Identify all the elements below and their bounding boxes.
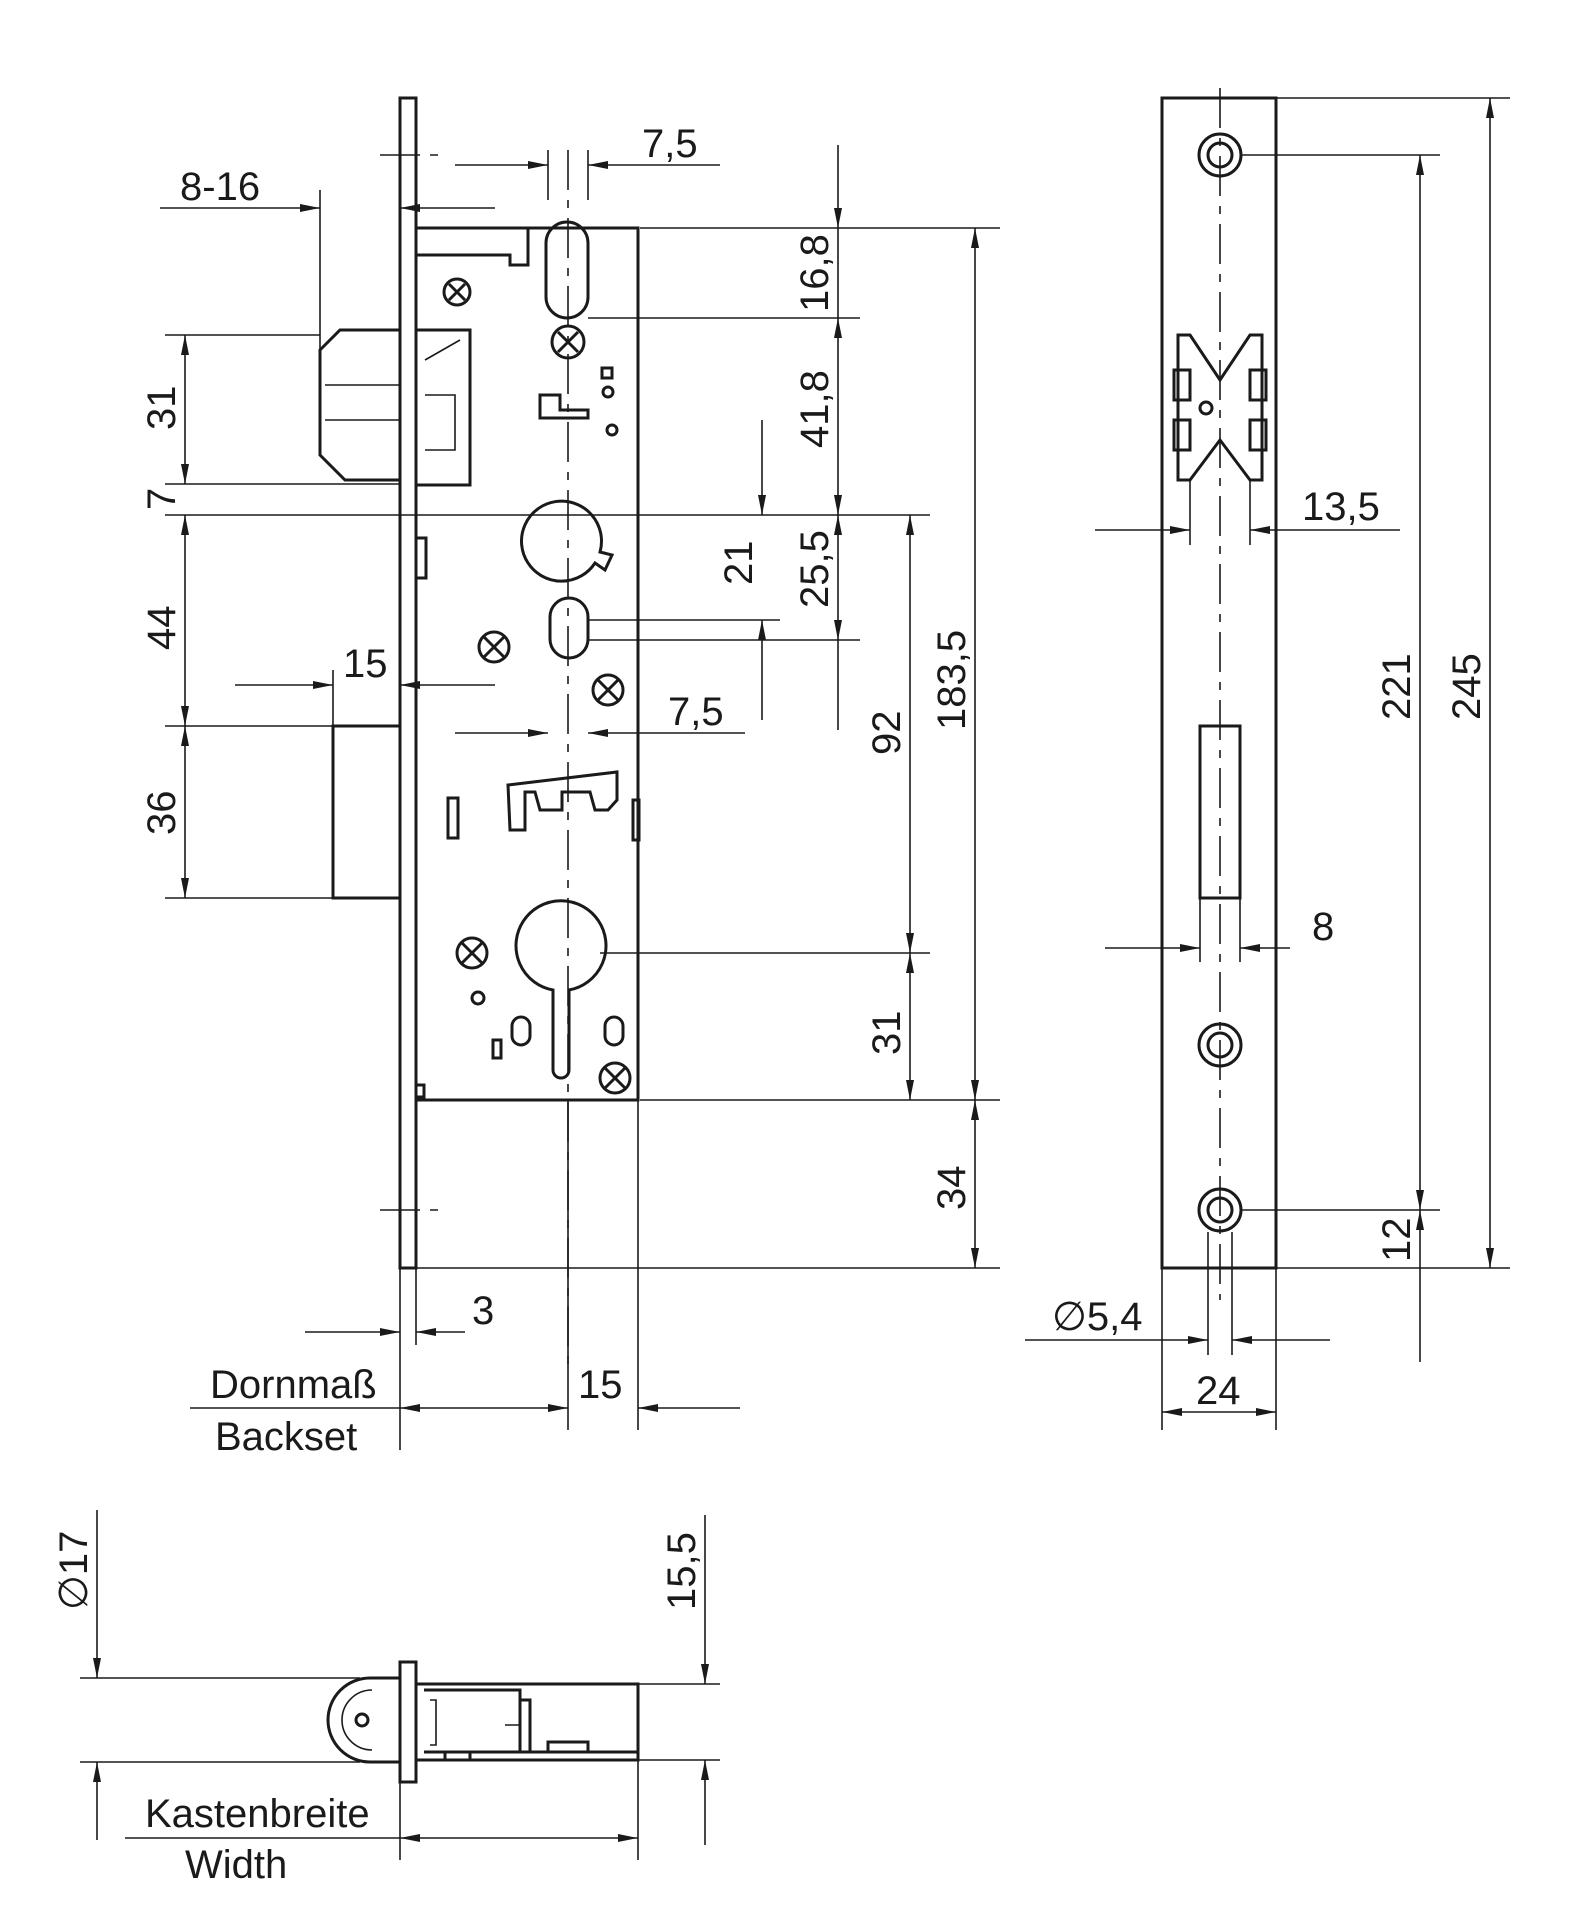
dim-13-5: 13,5 bbox=[1302, 485, 1380, 529]
bolt-mechanism bbox=[506, 770, 619, 832]
small-hole bbox=[491, 1038, 503, 1060]
dim-12: 12 bbox=[1375, 1218, 1419, 1263]
case-marker bbox=[414, 1083, 426, 1099]
dim-221: 221 bbox=[1375, 653, 1419, 720]
dim-31-latch: 31 bbox=[140, 386, 184, 431]
middle-slot bbox=[548, 596, 590, 660]
faceplate-screw-hole bbox=[1197, 1022, 1243, 1068]
dim-dia-5-4: ∅5,4 bbox=[1052, 1295, 1142, 1339]
top-forend bbox=[398, 1660, 418, 1784]
follower-hub bbox=[520, 499, 615, 583]
dead-bolt bbox=[331, 724, 402, 900]
small-pin bbox=[601, 385, 615, 399]
forend-plate bbox=[398, 96, 418, 1270]
dim-16-8: 16,8 bbox=[793, 234, 837, 312]
dim-mid-7-5: 7,5 bbox=[668, 690, 724, 734]
small-pin bbox=[600, 366, 614, 380]
small-pin bbox=[470, 990, 486, 1006]
dim-183-5: 183,5 bbox=[930, 630, 974, 730]
top-latch bbox=[326, 1676, 400, 1764]
dim-15-backset: 15 bbox=[578, 1363, 623, 1407]
top-case bbox=[414, 1682, 640, 1762]
dim-21: 21 bbox=[717, 541, 761, 586]
dim-92: 92 bbox=[865, 711, 909, 756]
screw-icon bbox=[591, 673, 625, 707]
dim-top-7-5: 7,5 bbox=[642, 122, 698, 166]
small-hole bbox=[510, 1015, 532, 1047]
dim-8-16: 8-16 bbox=[180, 165, 260, 209]
screw-icon bbox=[442, 277, 472, 307]
dim-41-8: 41,8 bbox=[793, 370, 837, 448]
guide-slot-right bbox=[631, 798, 641, 842]
case-marker bbox=[414, 536, 428, 580]
small-hole bbox=[603, 1015, 625, 1047]
faceplate-view: 13,5 221 245 8 12 ∅5,4 24 bbox=[1025, 88, 1510, 1430]
dim-25-5: 25,5 bbox=[793, 530, 837, 608]
dim-15-bolt: 15 bbox=[343, 642, 388, 686]
dim-7: 7 bbox=[140, 488, 184, 510]
guide-slot-left bbox=[446, 796, 460, 840]
screw-icon bbox=[455, 936, 489, 970]
spindle-slot-top bbox=[544, 220, 590, 320]
dim-3: 3 bbox=[472, 1289, 494, 1333]
latch-bolt bbox=[318, 328, 472, 487]
dim-dia-17: ∅17 bbox=[52, 1531, 96, 1610]
catch-lever bbox=[538, 393, 590, 420]
small-pin bbox=[605, 423, 619, 437]
label-width: Width bbox=[185, 1843, 287, 1887]
faceplate bbox=[1160, 96, 1278, 1270]
case-top-notch bbox=[416, 228, 530, 267]
front-view: 7,5 8-16 16,8 41,8 31 7 44 36 15 21 25,5 bbox=[140, 96, 1000, 1459]
label-dornmass: Dornmaß bbox=[210, 1363, 377, 1407]
label-backset: Backset bbox=[215, 1415, 357, 1459]
bolt-opening bbox=[1198, 724, 1242, 900]
dim-8: 8 bbox=[1312, 905, 1334, 949]
dim-36: 36 bbox=[140, 791, 184, 836]
label-kastenbreite: Kastenbreite bbox=[145, 1792, 370, 1836]
top-view: ∅17 15,5 Kastenbreite Width bbox=[52, 1510, 720, 1887]
dim-34: 34 bbox=[930, 1166, 974, 1211]
screw-icon bbox=[598, 1061, 632, 1095]
dim-31-cyl: 31 bbox=[865, 1011, 909, 1056]
dim-245: 245 bbox=[1445, 653, 1489, 720]
cylinder-hole bbox=[514, 899, 608, 1080]
dim-24: 24 bbox=[1196, 1369, 1241, 1413]
dim-44: 44 bbox=[140, 606, 184, 651]
dim-15-5: 15,5 bbox=[660, 1532, 704, 1610]
lock-case bbox=[414, 226, 640, 1102]
screw-icon bbox=[477, 630, 511, 664]
